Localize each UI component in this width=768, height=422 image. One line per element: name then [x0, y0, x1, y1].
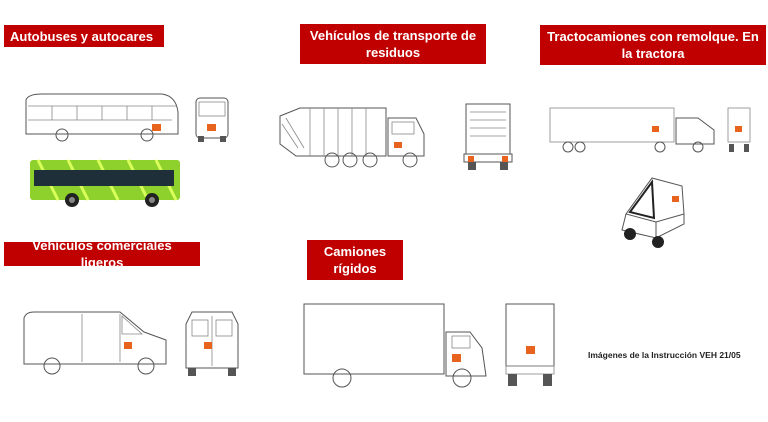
label-tractor: Tractocamiones con remolque. En la tract…: [540, 25, 766, 65]
label-waste: Vehículos de transporte de residuos: [300, 24, 486, 64]
coach-rear-drawing: [195, 97, 229, 142]
tractor-trailer-rear-drawing: [727, 107, 751, 152]
coach-side-drawing: [25, 93, 179, 142]
source-caption: Imágenes de la Instrucción VEH 21/05: [588, 350, 741, 360]
tractor-unit-3d-drawing: [621, 177, 685, 248]
waste-truck-rear-drawing: [463, 103, 513, 170]
rigid-truck-rear-drawing: [505, 303, 555, 386]
label-rigid: Camiones rígidos: [307, 240, 403, 280]
rigid-truck-side-drawing: [303, 303, 487, 388]
city-bus-photo: [30, 159, 180, 207]
label-buses: Autobuses y autocares: [4, 25, 164, 47]
van-side-drawing: [23, 311, 167, 375]
label-light: Vehículos comerciales ligeros: [4, 238, 200, 270]
waste-truck-side-drawing: [279, 107, 425, 168]
tractor-trailer-side-drawing: [549, 107, 715, 153]
van-rear-drawing: [185, 311, 239, 376]
